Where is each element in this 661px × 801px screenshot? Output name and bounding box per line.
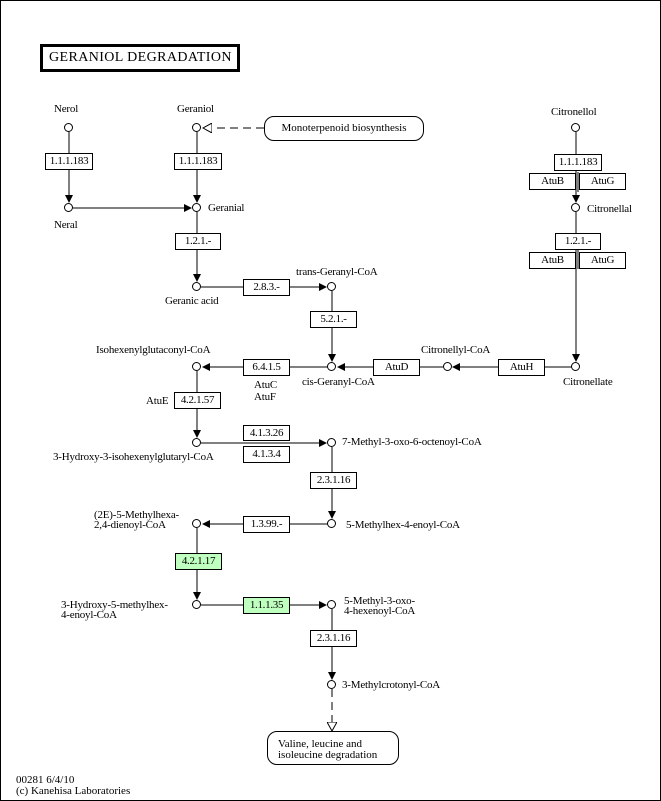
map-link-label-line2: isoleucine degradation [278,749,378,761]
copyright: (c) Kanehisa Laboratories [16,785,131,797]
compound-label-isohexenylglutaconyl-coa: Isohexenylglutaconyl-CoA [96,344,211,356]
compound-label-methyl-oxo-hexenoyl-coa-1: 5-Methyl-3-oxo- [344,595,415,607]
compound-label-citronellol: Citronellol [551,106,597,118]
compound-node-cis-geranyl-coa[interactable] [327,362,336,371]
gene-box-atud[interactable]: AtuD [373,359,420,376]
enzyme-box-nerol-1.1.1.183[interactable]: 1.1.1.183 [45,153,93,170]
compound-label-geranial: Geranial [208,202,245,214]
compound-node-neral[interactable] [64,203,73,212]
compound-node-geranial[interactable] [192,203,201,212]
enzyme-box-2.8.3[interactable]: 2.8.3.- [243,279,290,296]
enzyme-box-6.4.1.5[interactable]: 6.4.1.5 [243,359,290,376]
compound-label-geranic-acid: Geranic acid [165,295,219,307]
compound-node-citronellyl-coa[interactable] [443,362,452,371]
gene-box-citronellol-atub[interactable]: AtuB [529,173,576,190]
compound-label-trans-geranyl-coa: trans-Geranyl-CoA [296,266,378,278]
map-title: GERANIOL DEGRADATION [40,44,240,72]
compound-node-citronellol[interactable] [571,123,580,132]
compound-label-hydroxy-methylhex-enoyl-coa-2: 4-enoyl-CoA [61,609,117,621]
compound-label-citronellal: Citronellal [587,203,632,215]
gene-label-atuf[interactable]: AtuF [254,391,276,403]
enzyme-box-geraniol-1.1.1.183[interactable]: 1.1.1.183 [174,153,222,170]
enzyme-box-1.1.1.35[interactable]: 1.1.1.35 [243,597,290,614]
enzyme-box-citronellol-1.1.1.183[interactable]: 1.1.1.183 [554,154,602,171]
enzyme-box-2.3.1.16-a[interactable]: 2.3.1.16 [310,472,357,489]
map-link-valine-leucine-isoleucine-degradation[interactable]: Valine, leucine and isoleucine degradati… [267,731,399,765]
enzyme-box-4.2.1.17[interactable]: 4.2.1.17 [175,553,222,570]
compound-label-hydroxy-methylhex-enoyl-coa-1: 3-Hydroxy-5-methylhex- [61,599,168,611]
compound-node-trans-geranyl-coa[interactable] [327,282,336,291]
compound-node-geranic-acid[interactable] [192,282,201,291]
compound-label-methyl-oxo-octenoyl-coa: 7-Methyl-3-oxo-6-octenoyl-CoA [342,436,482,448]
compound-node-hydroxy-methylhex-enoyl-coa[interactable] [192,600,201,609]
compound-label-nerol: Nerol [54,103,79,115]
map-link-label: Monoterpenoid biosynthesis [281,122,407,134]
gene-box-citronellal-atub[interactable]: AtuB [529,252,576,269]
enzyme-box-geranial-1.2.1[interactable]: 1.2.1.- [175,233,221,250]
compound-node-methylhexa-dienoyl-coa[interactable] [192,519,201,528]
compound-label-methylcrotonyl-coa: 3-Methylcrotonyl-CoA [342,679,441,691]
compound-label-hydroxy-isohexenylglutaryl-coa: 3-Hydroxy-3-isohexenylglutaryl-CoA [53,451,214,463]
enzyme-box-4.1.3.26[interactable]: 4.1.3.26 [243,425,290,441]
gene-box-atuh[interactable]: AtuH [498,359,545,376]
compound-label-neral: Neral [54,219,78,231]
compound-node-hydroxy-isohexenylglutaryl-coa[interactable] [192,438,201,447]
compound-label-methylhex-enoyl-coa: 5-Methylhex-4-enoyl-CoA [346,519,460,531]
map-link-monoterpenoid-biosynthesis[interactable]: Monoterpenoid biosynthesis [264,116,424,141]
compound-node-methylcrotonyl-coa[interactable] [327,680,336,689]
compound-node-nerol[interactable] [64,123,73,132]
enzyme-box-1.3.99[interactable]: 1.3.99.- [243,516,290,533]
gene-box-citronellol-atug[interactable]: AtuG [579,173,626,190]
compound-label-methylhexa-dienoyl-coa-2: 2,4-dienoyl-CoA [94,519,166,531]
enzyme-box-2.3.1.16-b[interactable]: 2.3.1.16 [310,630,357,647]
compound-node-methyl-oxo-hexenoyl-coa[interactable] [327,600,336,609]
compound-label-citronellyl-coa: Citronellyl-CoA [421,344,491,356]
enzyme-box-4.1.3.4[interactable]: 4.1.3.4 [243,446,290,463]
compound-label-methylhexa-dienoyl-coa-1: (2E)-5-Methylhexa- [94,509,179,521]
compound-node-isohexenylglutaconyl-coa[interactable] [192,362,201,371]
enzyme-box-4.2.1.57[interactable]: 4.2.1.57 [174,392,221,409]
enzyme-box-5.2.1[interactable]: 5.2.1.- [310,311,357,328]
compound-node-geraniol[interactable] [192,123,201,132]
gene-label-atuc[interactable]: AtuC [254,379,278,391]
enzyme-box-citronellal-1.2.1[interactable]: 1.2.1.- [555,233,601,250]
compound-node-citronellal[interactable] [571,203,580,212]
compound-node-citronellate[interactable] [571,362,580,371]
gene-label-atue[interactable]: AtuE [146,395,169,407]
compound-label-citronellate: Citronellate [563,376,613,388]
map-id-date: 00281 6/4/10 [16,774,75,786]
map-link-label-line1: Valine, leucine and [278,738,362,750]
compound-label-geraniol: Geraniol [177,103,214,115]
compound-label-cis-geranyl-coa: cis-Geranyl-CoA [302,376,375,388]
compound-node-methyl-oxo-octenoyl-coa[interactable] [327,438,336,447]
gene-box-citronellal-atug[interactable]: AtuG [579,252,626,269]
compound-node-methylhex-enoyl-coa[interactable] [327,519,336,528]
compound-label-methyl-oxo-hexenoyl-coa-2: 4-hexenoyl-CoA [344,605,416,617]
